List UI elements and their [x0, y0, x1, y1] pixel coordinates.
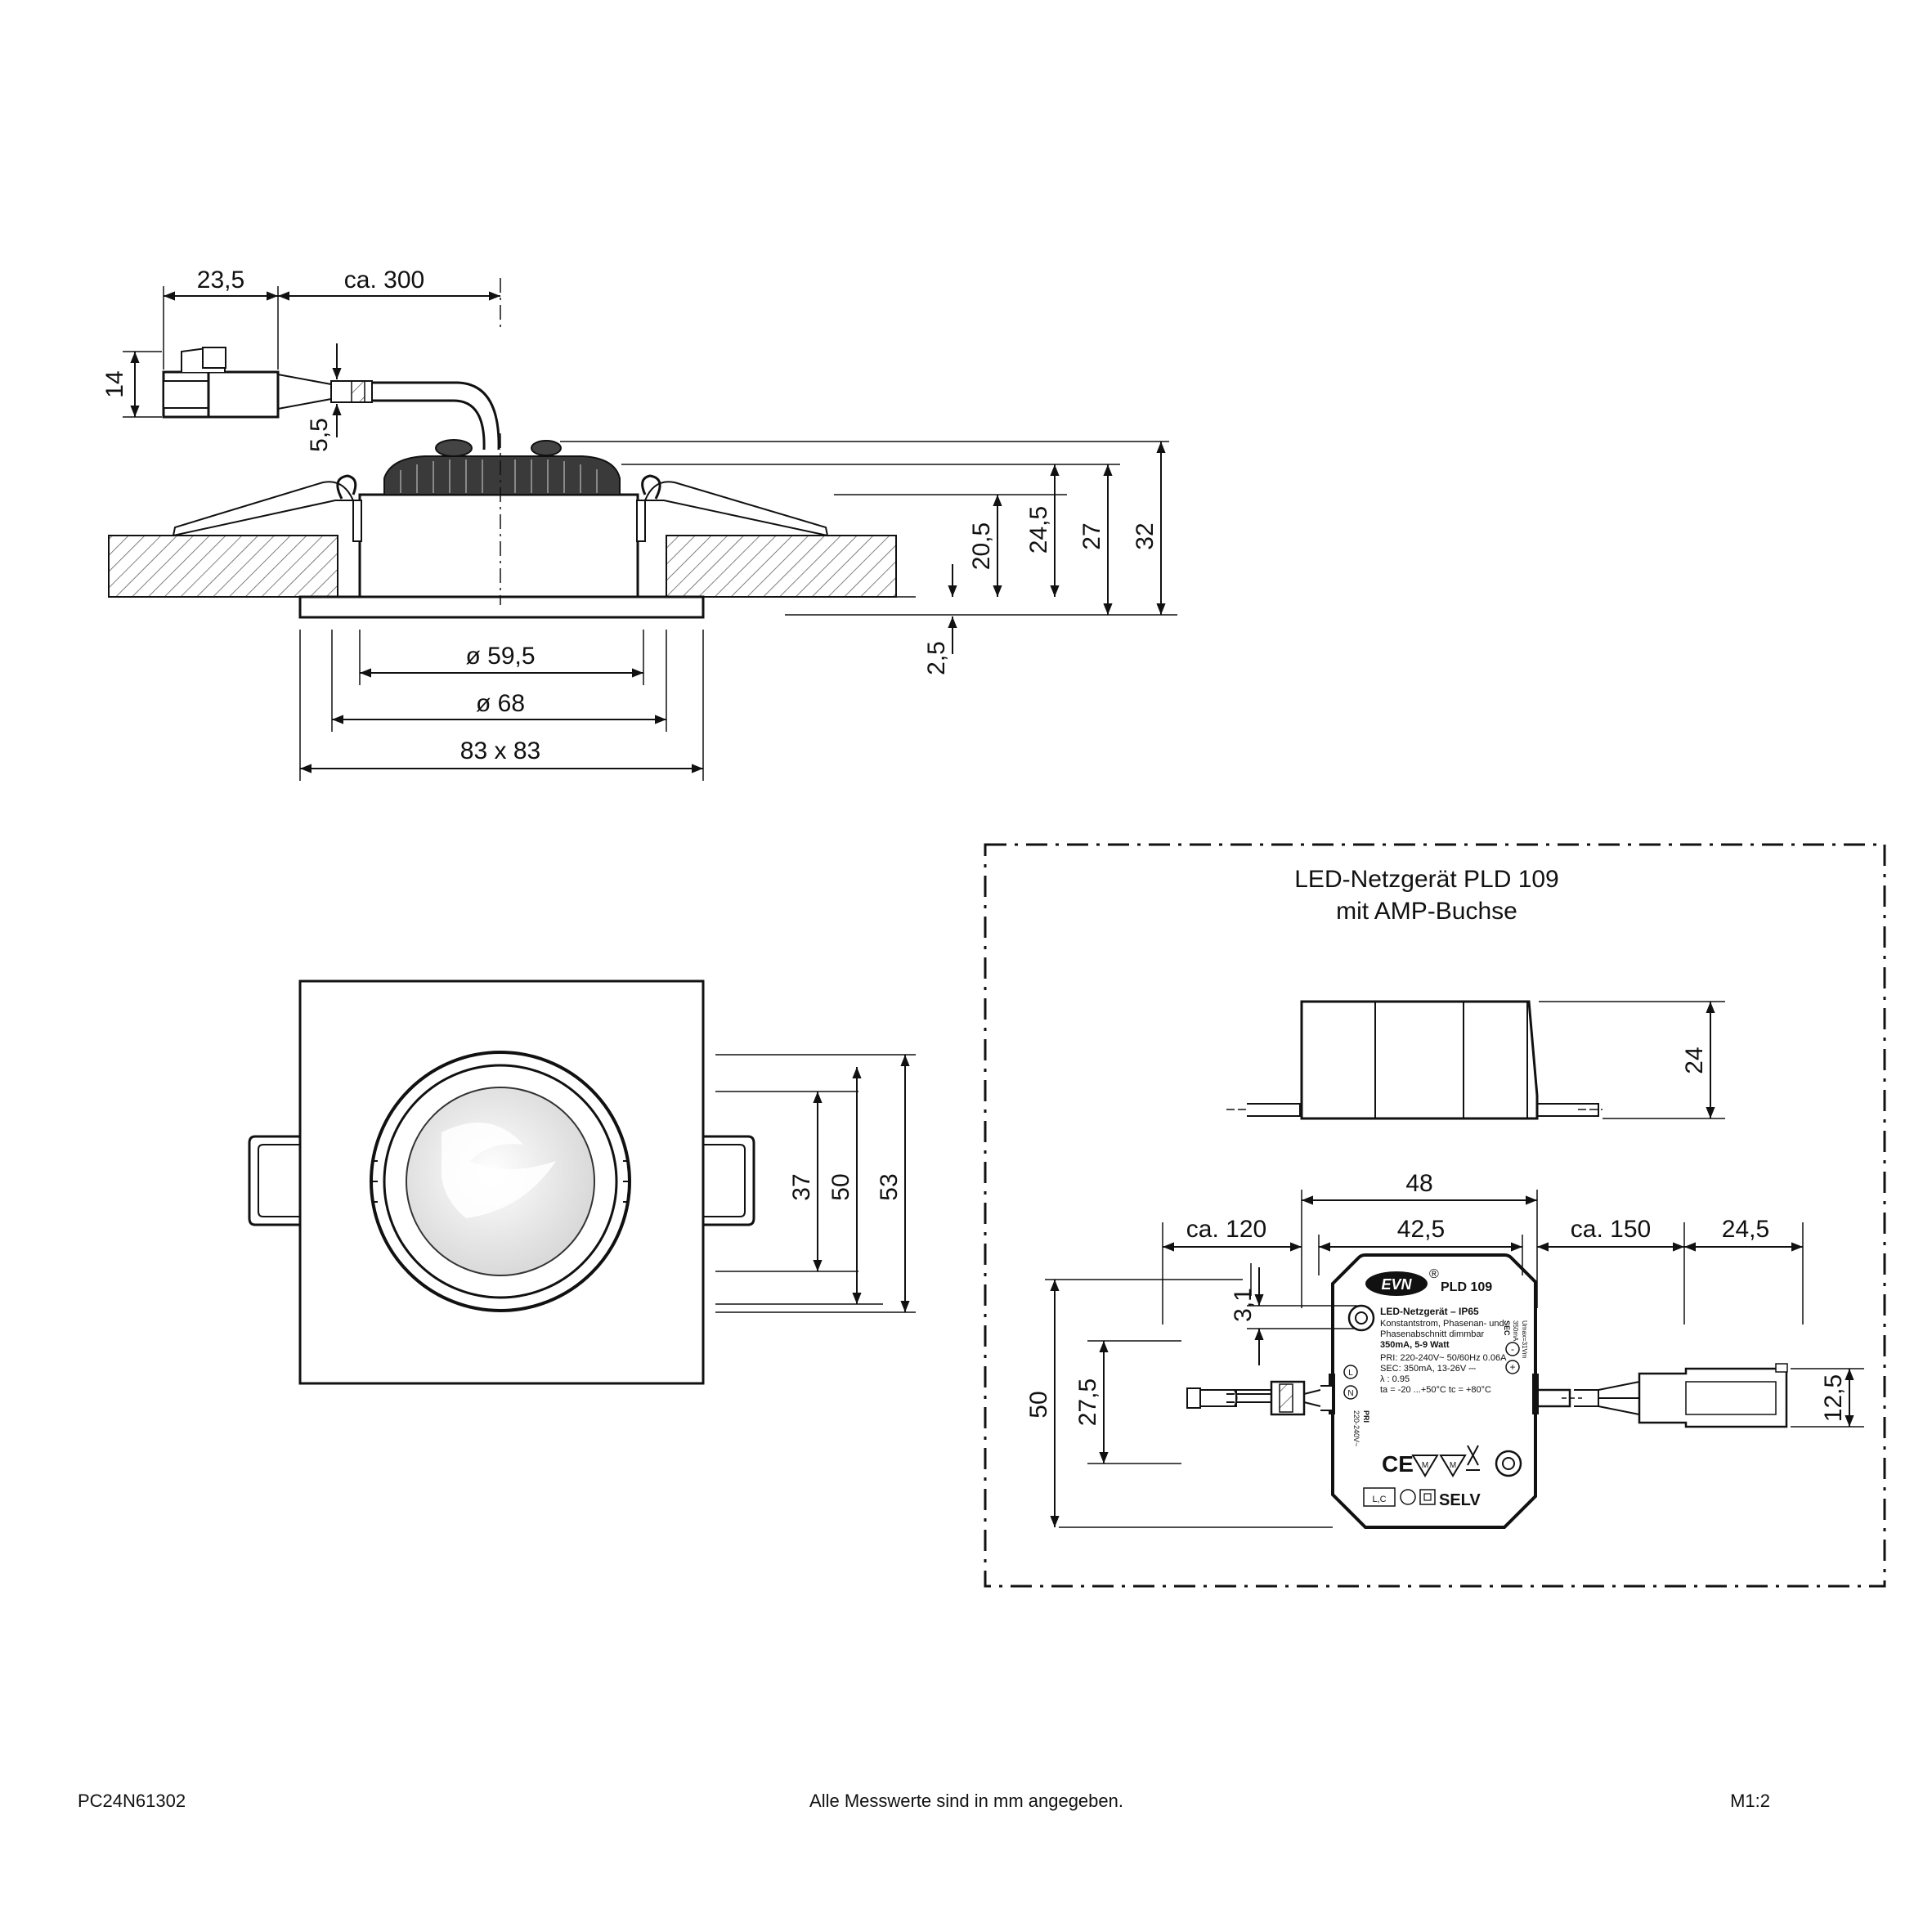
evn-logo [1365, 1271, 1428, 1296]
evn-logo-text: EVN [1381, 1276, 1412, 1293]
dim-height-24-5: 24,5 [1025, 506, 1052, 554]
dim-driver-width-total: 48 [1405, 1170, 1432, 1197]
dim-53: 53 [876, 1173, 903, 1200]
dim-50: 50 [827, 1173, 854, 1200]
dim-driver-height: 24 [1681, 1047, 1708, 1074]
label-line5: PRI: 220-240V~ 50/60Hz 0.06A [1380, 1353, 1507, 1363]
footer-note: Alle Messwerte sind in mm angegeben. [809, 1791, 1123, 1811]
label-line7: λ : 0.95 [1380, 1374, 1410, 1384]
bezel-flange [298, 595, 705, 619]
driver-frame [984, 843, 1886, 1588]
selv-mark: SELV [1439, 1491, 1481, 1509]
dim-cable-length: ca. 300 [344, 267, 424, 294]
mains-cable [343, 381, 500, 451]
label-model: PLD 109 [1441, 1280, 1492, 1294]
dim-connector-length: 23,5 [197, 267, 244, 294]
dim-cable-diameter: 5,5 [306, 418, 333, 452]
driver-top-view: EVN ® PLD 109 LED-Netzgerät – IP65 Konst… [1186, 1253, 1788, 1529]
driver-title: LED-Netzgerät PLD 109 [1294, 866, 1559, 893]
dim-plug-length: 24,5 [1722, 1216, 1769, 1243]
mm-mark-2 [1439, 1455, 1467, 1477]
pri-voltage: 220-240V~ [1352, 1410, 1360, 1446]
clip-tab-left [248, 1135, 300, 1226]
dim-height-20-5: 20,5 [968, 522, 995, 570]
ceiling-right [666, 535, 897, 598]
lc-mark: L,C [1372, 1495, 1386, 1504]
dim-37: 37 [788, 1173, 815, 1200]
clip-tab-right [703, 1135, 755, 1226]
label-line1: LED-Netzgerät – IP65 [1380, 1306, 1479, 1317]
driver-subtitle: mit AMP-Buchse [1336, 898, 1517, 925]
dim-cable-right: ca. 150 [1571, 1216, 1651, 1243]
dim-connector-height: 14 [101, 370, 128, 397]
label-line2: Konstantstrom, Phasenan- und [1380, 1319, 1504, 1329]
dim-cable-left: ca. 120 [1186, 1216, 1266, 1243]
footer-code: PC24N61302 [78, 1791, 186, 1811]
dim-flange: 2,5 [923, 641, 950, 675]
footer-scale: M1:2 [1730, 1791, 1770, 1811]
heat-sink [383, 455, 621, 495]
dim-driver-width-inner: 42,5 [1397, 1216, 1445, 1243]
label-line6: SEC: 350mA, 13-26V ⎓ [1380, 1364, 1476, 1374]
top-view: 37 50 53 [248, 979, 916, 1385]
ce-mark: CE [1382, 1451, 1414, 1477]
mm-mark-1 [1411, 1455, 1439, 1477]
housing [358, 493, 639, 598]
registered-mark: ® [1429, 1267, 1439, 1281]
dim-cutout-diameter: ø 59,5 [465, 643, 535, 670]
weee-icon [1466, 1445, 1480, 1471]
driver-side-view [1226, 1000, 1603, 1120]
sec-current: 350mA [1512, 1320, 1519, 1342]
dim-height-27: 27 [1078, 522, 1105, 549]
sec-label: SEC [1503, 1320, 1511, 1336]
sec-umax: Umax=31Vm [1521, 1320, 1528, 1359]
driver-body [1331, 1253, 1537, 1529]
label-line8: ta = -20 ...+50°C tc = +80°C [1380, 1385, 1491, 1395]
label-line3: Phasenabschnitt dimmbar [1380, 1329, 1485, 1339]
amp-connector [162, 346, 280, 419]
terminal-minus: - [1511, 1343, 1514, 1355]
terminal-plus: + [1509, 1361, 1515, 1373]
insulation-icon [1400, 1489, 1416, 1505]
dim-driver-depth: 50 [1025, 1391, 1052, 1418]
dim-hole-offset: 3,1 [1230, 1288, 1257, 1322]
dim-square-size: 83 x 83 [460, 737, 540, 764]
ceiling-left [108, 535, 338, 598]
dim-bezel-diameter: ø 68 [476, 690, 525, 717]
pin-n: N [1347, 1389, 1353, 1398]
pri-label: PRI [1362, 1410, 1370, 1423]
dim-height-32: 32 [1132, 522, 1159, 549]
spring-clip-right [643, 481, 829, 537]
spring-clip-left [172, 481, 355, 537]
pin-l: L [1348, 1369, 1353, 1378]
svg-text:M: M [1422, 1461, 1428, 1470]
dim-hole-spacing: 27,5 [1074, 1378, 1101, 1426]
label-line4: 350mA, 5-9 Watt [1380, 1340, 1450, 1350]
svg-text:M: M [1450, 1461, 1456, 1470]
dim-plug-height: 12,5 [1820, 1374, 1847, 1422]
driver-section: LED-Netzgerät PLD 109 mit AMP-Buchse 24 [984, 843, 1886, 1588]
side-view: 23,5 ca. 300 14 5,5 20,5 24,5 27 32 2,5 … [101, 267, 1177, 781]
